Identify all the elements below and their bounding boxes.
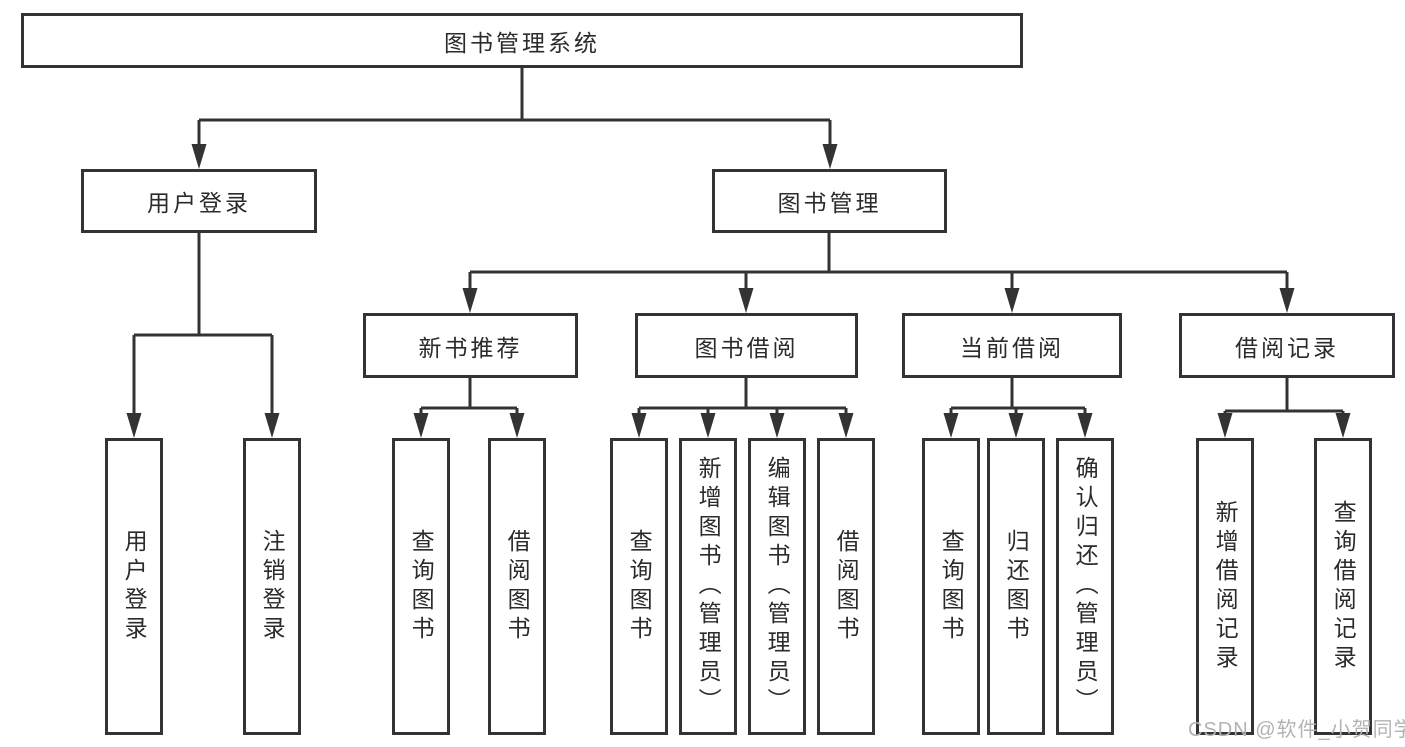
- node-new-book-recommend: 新书推荐: [363, 313, 578, 378]
- leaf-query-books-current-label: 查询图书: [938, 528, 965, 645]
- leaf-add-book-admin: 新增图书（管理员）: [679, 438, 737, 735]
- leaf-edit-book-admin-label: 编辑图书（管理员）: [764, 456, 791, 717]
- node-borrowing-records: 借阅记录: [1179, 313, 1395, 378]
- leaf-query-books-borrowing-label: 查询图书: [626, 528, 653, 645]
- leaf-confirm-return-admin-label: 确认归还（管理员）: [1072, 456, 1099, 717]
- leaf-add-borrow-record-label: 新增借阅记录: [1212, 499, 1239, 674]
- leaf-query-books-borrowing: 查询图书: [610, 438, 668, 735]
- node-book-management: 图书管理: [712, 169, 947, 233]
- leaf-return-books-label: 归还图书: [1003, 528, 1030, 645]
- leaf-user-login-label: 用户登录: [121, 528, 148, 645]
- node-current-borrowing-label: 当前借阅: [960, 334, 1064, 361]
- leaf-borrow-books-borrowing: 借阅图书: [817, 438, 875, 735]
- leaf-query-borrow-record: 查询借阅记录: [1314, 438, 1372, 735]
- leaf-user-login: 用户登录: [105, 438, 163, 735]
- node-book-borrowing: 图书借阅: [635, 313, 858, 378]
- leaf-query-borrow-record-label: 查询借阅记录: [1330, 499, 1357, 674]
- leaf-return-books: 归还图书: [987, 438, 1045, 735]
- node-book-management-label: 图书管理: [777, 190, 882, 216]
- node-user-login-label: 用户登录: [147, 190, 251, 216]
- leaf-borrow-books-recommend-label: 借阅图书: [504, 528, 531, 645]
- leaf-add-book-admin-label: 新增图书（管理员）: [695, 456, 722, 717]
- node-user-login: 用户登录: [81, 169, 317, 233]
- node-current-borrowing: 当前借阅: [902, 313, 1122, 378]
- leaf-logout-label: 注销登录: [259, 528, 286, 645]
- node-new-book-recommend-label: 新书推荐: [418, 334, 523, 361]
- node-book-borrowing-label: 图书借阅: [694, 334, 799, 361]
- leaf-query-books-recommend: 查询图书: [392, 438, 450, 735]
- leaf-edit-book-admin: 编辑图书（管理员）: [748, 438, 806, 735]
- leaf-add-borrow-record: 新增借阅记录: [1196, 438, 1254, 735]
- node-borrowing-records-label: 借阅记录: [1235, 334, 1339, 361]
- leaf-query-books-recommend-label: 查询图书: [408, 528, 435, 645]
- leaf-query-books-current: 查询图书: [922, 438, 980, 735]
- leaf-confirm-return-admin: 确认归还（管理员）: [1056, 438, 1114, 735]
- watermark-text: CSDN @软件_小贺同学: [1188, 719, 1405, 741]
- leaf-borrow-books-recommend: 借阅图书: [488, 438, 546, 735]
- node-library-system-label: 图书管理系统: [444, 29, 600, 56]
- leaf-borrow-books-borrowing-label: 借阅图书: [833, 528, 860, 645]
- leaf-logout: 注销登录: [243, 438, 301, 735]
- node-library-system: 图书管理系统: [21, 13, 1023, 68]
